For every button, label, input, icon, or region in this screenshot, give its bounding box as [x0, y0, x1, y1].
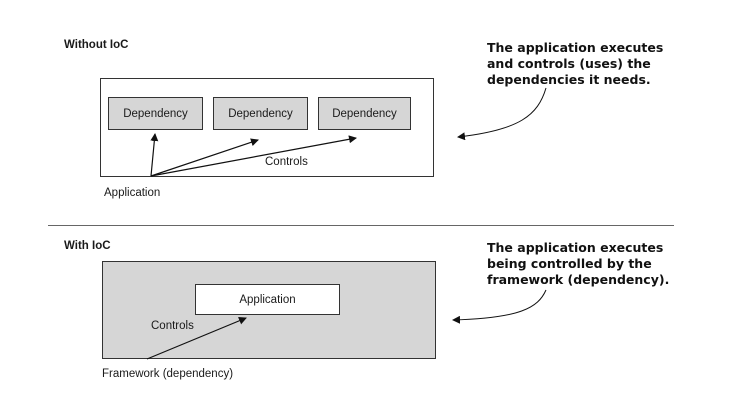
application-label-top: Application	[104, 187, 161, 199]
dependency-box-2: Dependency	[213, 97, 308, 130]
control-arrow-2	[150, 138, 259, 177]
annotation-line: The application executes	[487, 40, 664, 55]
without-ioc-title: Without IoC	[64, 39, 129, 51]
framework-label: Framework (dependency)	[102, 368, 234, 380]
annotation-line: The application executes	[487, 240, 664, 255]
with-ioc-title: With IoC	[64, 240, 111, 252]
annotation-line: framework (dependency).	[487, 272, 670, 287]
annotation-line: being controlled by the	[487, 256, 652, 271]
controls-label-bottom: Controls	[151, 320, 194, 332]
annotation-pointer-top	[457, 87, 547, 141]
control-arrow-1	[150, 133, 159, 177]
controls-label-top: Controls	[265, 156, 308, 168]
control-arrow-3	[150, 135, 357, 177]
framework-control-arrow	[146, 316, 247, 360]
annotation-line: dependencies it needs.	[487, 72, 651, 87]
dependency-box-1: Dependency	[108, 97, 203, 130]
annotation-pointer-bottom	[452, 289, 547, 324]
application-box: Application	[195, 284, 340, 315]
dependency-box-3: Dependency	[318, 97, 411, 130]
without-ioc-annotation: The application executes and controls (u…	[487, 40, 663, 88]
annotation-line: and controls (uses) the	[487, 56, 651, 71]
with-ioc-annotation: The application executes being controlle…	[487, 240, 669, 288]
section-divider	[48, 225, 674, 226]
